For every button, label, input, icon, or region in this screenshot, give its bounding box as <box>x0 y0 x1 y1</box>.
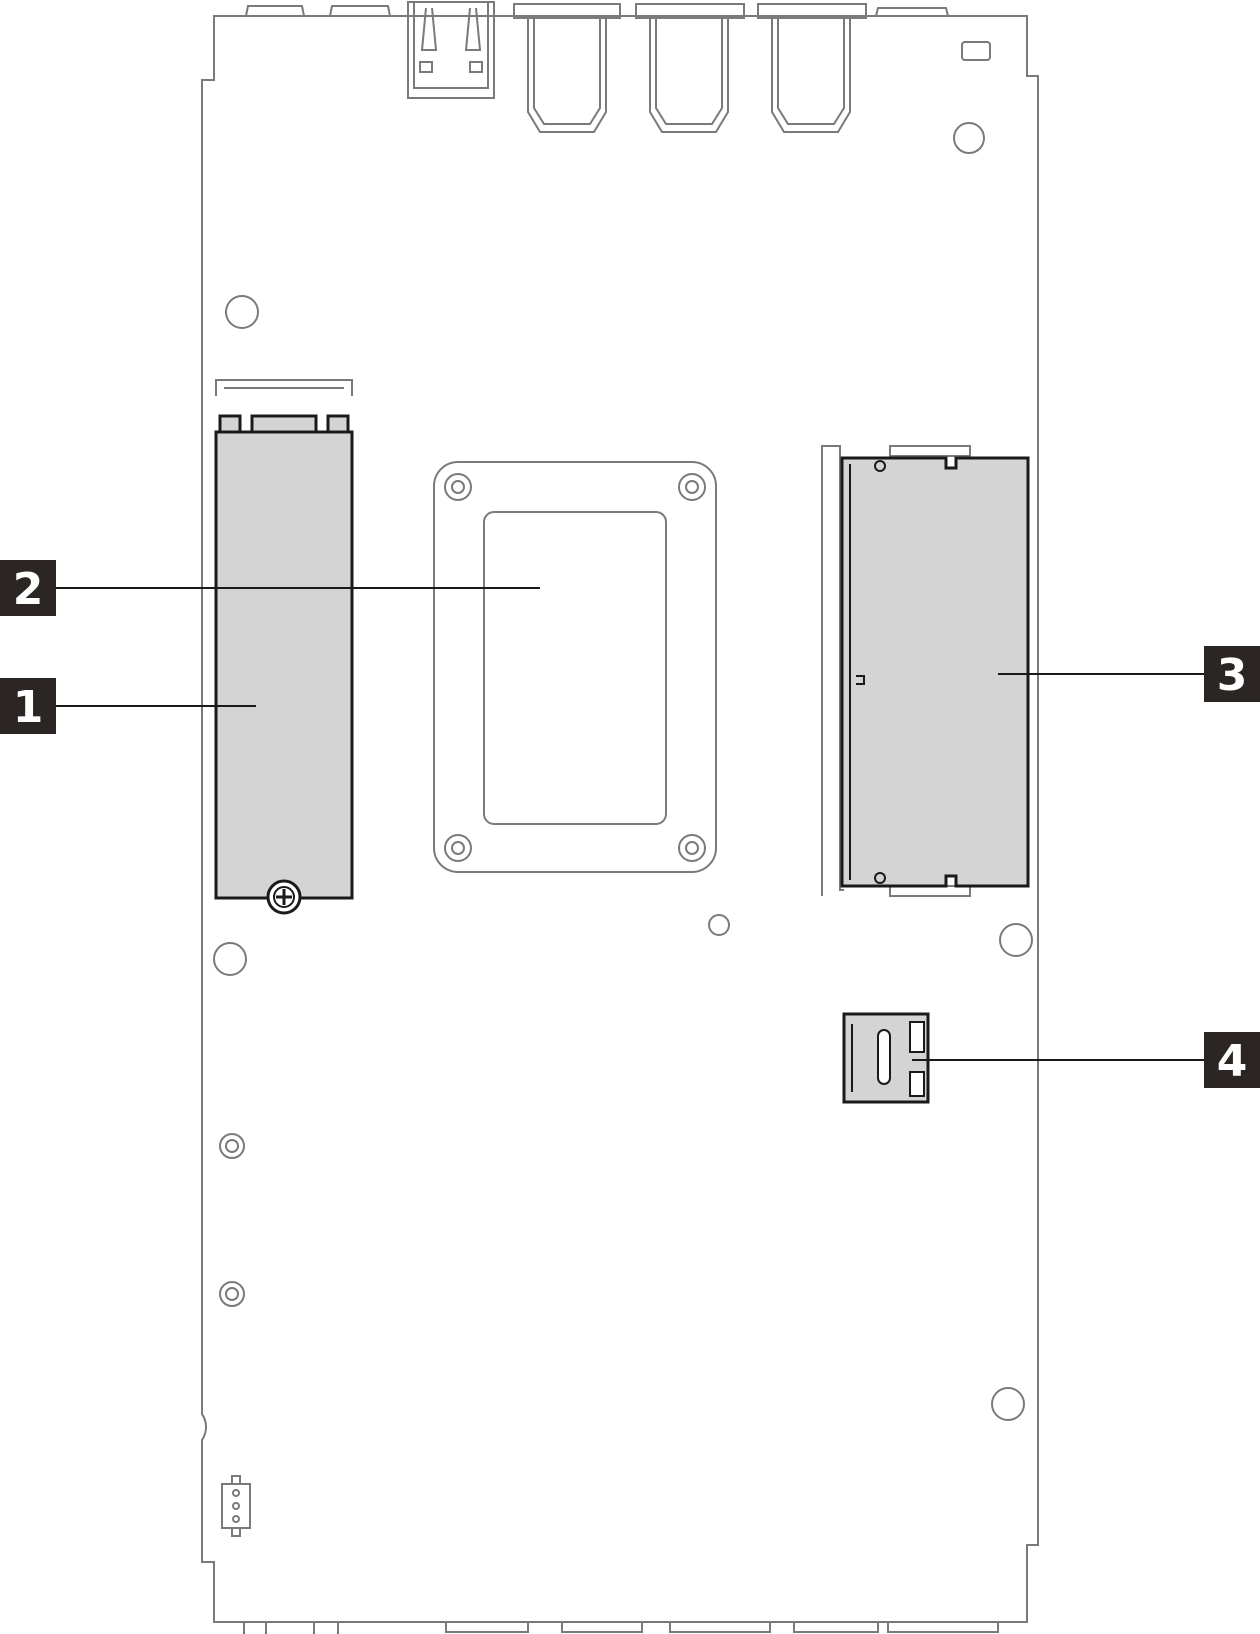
mounting-hole <box>999 923 1033 957</box>
usb-port-icon <box>407 1 495 99</box>
callout-3: 3 <box>1204 646 1260 702</box>
top-port-c <box>757 3 867 133</box>
board-outline <box>201 15 1039 1623</box>
callout-2: 2 <box>0 560 56 616</box>
callout-4: 4 <box>1204 1032 1260 1088</box>
processor-socket <box>433 461 717 873</box>
bottom-connectors <box>243 1621 999 1634</box>
mounting-hole <box>225 1139 239 1153</box>
mounting-hole <box>991 1387 1025 1421</box>
top-right-bump <box>875 7 991 61</box>
top-connector-small-1 <box>245 5 305 17</box>
top-port-b <box>635 3 745 133</box>
microsd-socket <box>842 1012 930 1104</box>
mounting-hole <box>225 1287 239 1301</box>
mounting-hole <box>213 942 247 976</box>
top-connector-small-2 <box>329 5 391 17</box>
screw-icon <box>266 879 302 915</box>
mounting-hole <box>953 122 985 154</box>
mounting-hole <box>708 914 730 936</box>
mounting-hole <box>225 295 259 329</box>
callout-label: 3 <box>1217 650 1248 701</box>
memory-module <box>821 445 1030 897</box>
callout-1: 1 <box>0 678 56 734</box>
pin-header-icon <box>221 1475 251 1537</box>
callout-label: 4 <box>1217 1036 1248 1087</box>
m2-drive <box>214 379 354 915</box>
leader-lines <box>56 587 1204 1061</box>
top-port-a <box>513 3 621 133</box>
mounting-hole <box>219 1133 245 1159</box>
mounting-hole <box>219 1281 245 1307</box>
callout-label: 2 <box>13 564 44 615</box>
callout-label: 1 <box>13 682 44 733</box>
mounting-holes <box>213 122 1033 1421</box>
